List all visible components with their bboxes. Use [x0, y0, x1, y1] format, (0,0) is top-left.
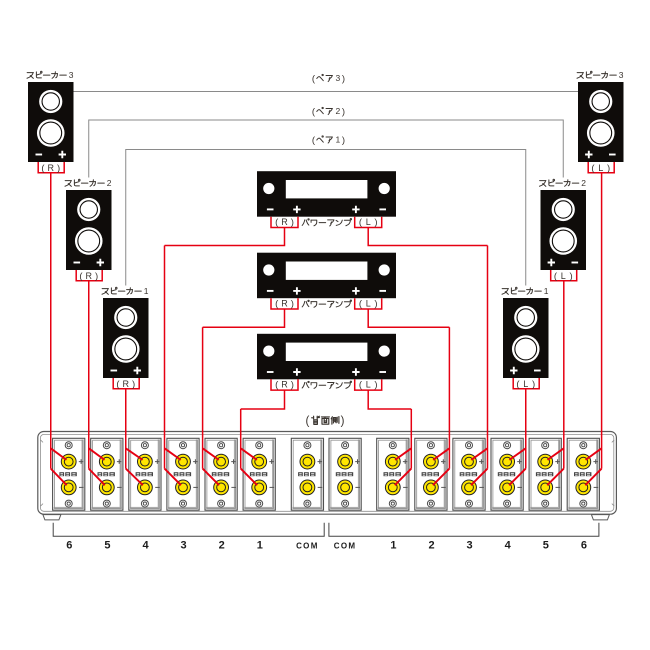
svg-text:L: L — [366, 217, 371, 227]
svg-text:(: ( — [305, 415, 309, 427]
svg-text:): ) — [532, 379, 535, 390]
svg-text:3: 3 — [619, 70, 624, 80]
svg-text:(: ( — [275, 380, 279, 391]
svg-text:4: 4 — [505, 539, 512, 551]
svg-text:6: 6 — [581, 539, 587, 551]
svg-text:(: ( — [116, 379, 120, 390]
svg-text:(: ( — [359, 299, 363, 310]
svg-text:(: ( — [41, 163, 45, 174]
svg-text:(: ( — [312, 135, 316, 146]
svg-text:1: 1 — [336, 135, 341, 145]
svg-text:(: ( — [275, 217, 279, 228]
svg-text:R: R — [281, 298, 288, 308]
svg-text:R: R — [86, 271, 93, 281]
svg-text:): ) — [342, 135, 345, 146]
svg-text:2: 2 — [336, 106, 341, 116]
svg-text:2: 2 — [428, 539, 434, 551]
svg-text:4: 4 — [142, 539, 149, 551]
svg-text:L: L — [366, 380, 371, 390]
svg-text:3: 3 — [69, 70, 74, 80]
svg-text:): ) — [291, 299, 294, 310]
svg-text:): ) — [374, 380, 377, 391]
svg-text:): ) — [342, 73, 345, 84]
svg-text:R: R — [281, 217, 288, 227]
svg-text:5: 5 — [543, 539, 549, 551]
svg-text:): ) — [291, 380, 294, 391]
svg-text:3: 3 — [467, 539, 473, 551]
svg-text:6: 6 — [66, 539, 72, 551]
svg-text:): ) — [374, 299, 377, 310]
svg-text:): ) — [607, 163, 610, 174]
svg-text:(: ( — [79, 271, 83, 282]
svg-text:(: ( — [591, 163, 595, 174]
svg-text:): ) — [569, 271, 572, 282]
svg-text:1: 1 — [144, 286, 149, 296]
svg-text:5: 5 — [104, 539, 110, 551]
svg-text:R: R — [48, 163, 55, 173]
svg-text:L: L — [523, 379, 528, 389]
svg-text:1: 1 — [257, 539, 263, 551]
svg-text:3: 3 — [336, 73, 341, 83]
svg-text:1: 1 — [544, 286, 549, 296]
svg-text:L: L — [561, 271, 566, 281]
svg-text:R: R — [123, 379, 130, 389]
svg-text:R: R — [281, 380, 288, 390]
svg-text:2: 2 — [581, 178, 586, 188]
svg-text:): ) — [341, 415, 345, 427]
svg-text:(: ( — [359, 380, 363, 391]
svg-text:COM: COM — [296, 541, 319, 550]
svg-text:3: 3 — [181, 539, 187, 551]
svg-text:): ) — [342, 106, 345, 117]
svg-text:COM: COM — [334, 541, 357, 550]
svg-text:): ) — [95, 271, 98, 282]
svg-text:2: 2 — [219, 539, 225, 551]
svg-text:): ) — [57, 163, 60, 174]
svg-text:(: ( — [359, 217, 363, 228]
svg-text:(: ( — [312, 106, 316, 117]
svg-text:1: 1 — [390, 539, 396, 551]
svg-text:2: 2 — [107, 178, 112, 188]
svg-text:(: ( — [516, 379, 520, 390]
svg-text:L: L — [366, 298, 371, 308]
svg-text:(: ( — [312, 73, 316, 84]
svg-text:): ) — [291, 217, 294, 228]
svg-text:): ) — [132, 379, 135, 390]
svg-text:): ) — [374, 217, 377, 228]
svg-text:(: ( — [275, 299, 279, 310]
svg-text:L: L — [598, 163, 603, 173]
svg-text:(: ( — [554, 271, 558, 282]
